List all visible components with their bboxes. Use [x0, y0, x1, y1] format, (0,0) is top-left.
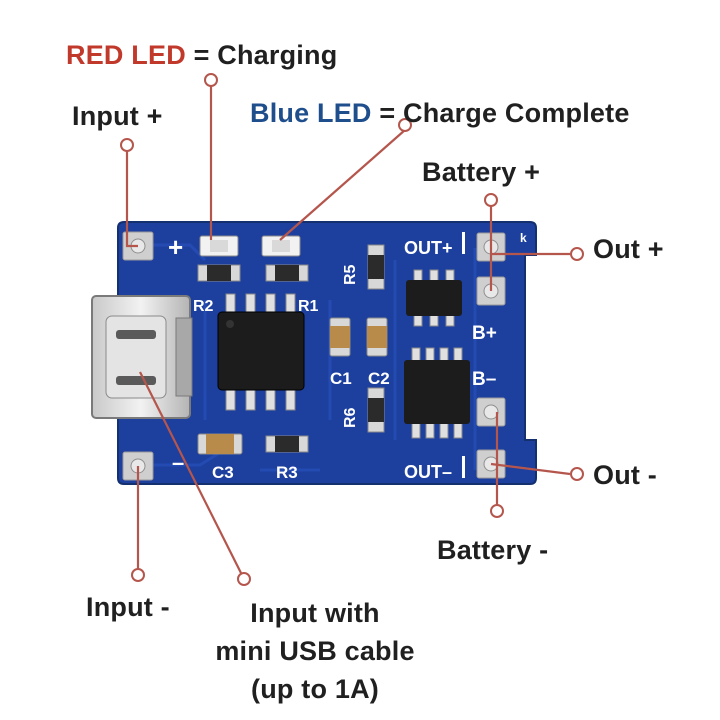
leader-out-minus [490, 462, 571, 476]
micro-usb-connector [91, 295, 193, 419]
label-red-led-charging: RED LED = Charging [66, 42, 337, 69]
silk-corner-mark: k [520, 231, 527, 245]
silk-b-minus: B– [472, 369, 496, 390]
silk-r2: R2 [193, 298, 214, 315]
label-out-plus: Out + [593, 234, 664, 264]
leader-input-plus [125, 150, 138, 248]
dot-out-minus [570, 467, 584, 481]
protection-ic [406, 269, 462, 327]
silk-c3: C3 [212, 463, 234, 482]
silk-c2: C2 [368, 369, 390, 388]
label-usb-line2: mini USB cable [215, 636, 415, 666]
capacitor-c3 [197, 433, 243, 455]
resistor-r1 [265, 264, 309, 282]
dot-blue-led [398, 118, 412, 132]
label-usb-input: Input with mini USB cable (up to 1A) [198, 594, 432, 708]
label-battery-plus: Battery + [422, 157, 541, 187]
dot-battery-minus [490, 504, 504, 518]
silk-c1: C1 [330, 369, 352, 388]
silk-divider-top [462, 232, 465, 254]
silk-out-plus: OUT+ [404, 238, 453, 258]
label-battery-minus: Battery - [437, 535, 549, 565]
label-charge-complete: = Charge Complete [379, 98, 630, 128]
leader-usb [139, 371, 243, 576]
blue-led [261, 235, 301, 257]
charger-ic [217, 293, 305, 411]
label-input-plus: Input + [72, 101, 163, 131]
label-input-minus: Input - [86, 592, 170, 622]
label-red-led: RED LED [66, 40, 186, 70]
resistor-r2 [197, 264, 241, 282]
resistor-r6 [367, 387, 385, 433]
silk-divider-bottom [462, 456, 465, 478]
label-blue-led: Blue LED [250, 98, 372, 128]
mosfet-ic [404, 347, 470, 439]
dot-out-plus [570, 247, 584, 261]
dot-usb [237, 572, 251, 586]
label-usb-line1: Input with [250, 598, 380, 628]
red-led [199, 235, 239, 257]
silk-r5: R5 [342, 264, 359, 285]
dot-battery-plus [484, 193, 498, 207]
silk-out-minus: OUT– [404, 462, 452, 482]
label-blue-led-complete: Blue LED = Charge Complete [250, 100, 630, 127]
dot-input-minus [131, 568, 145, 582]
capacitor-c2 [366, 317, 388, 357]
label-usb-line3: (up to 1A) [251, 674, 379, 704]
capacitor-c1 [329, 317, 351, 357]
label-charging: = Charging [193, 40, 338, 70]
silk-minus: – [172, 450, 184, 475]
silk-r6: R6 [342, 407, 359, 428]
resistor-r3 [265, 435, 309, 453]
resistor-r5 [367, 244, 385, 290]
silk-plus: + [168, 232, 183, 262]
label-out-minus: Out - [593, 460, 657, 490]
silk-b-plus: B+ [472, 323, 497, 344]
dot-input-plus [120, 138, 134, 152]
dot-red-led [204, 73, 218, 87]
silk-r3: R3 [276, 463, 298, 482]
silk-r1: R1 [298, 298, 319, 315]
leader-blue-led [279, 129, 406, 241]
pad-battery-minus [476, 397, 506, 427]
